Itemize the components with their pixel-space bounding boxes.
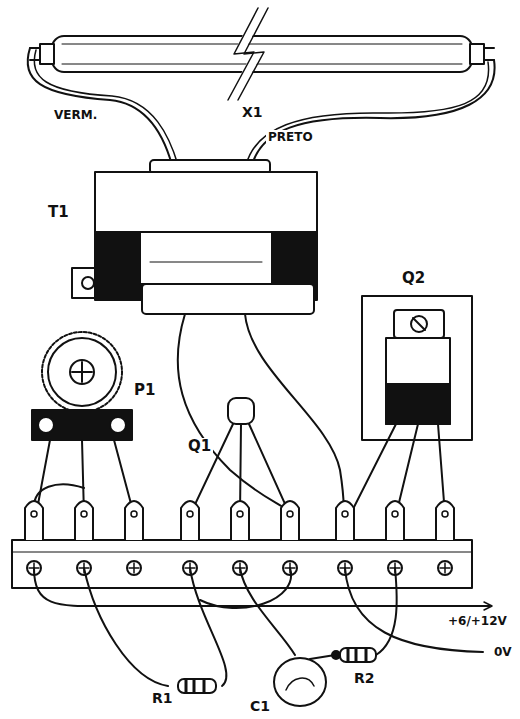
resistor [340, 648, 376, 662]
lug-hole [392, 511, 398, 517]
part-label: P1 [132, 382, 157, 399]
wire-red [28, 48, 172, 165]
solder-lug [281, 501, 299, 540]
wire-ground [345, 568, 483, 652]
wire [245, 314, 344, 515]
lug-hole [442, 511, 448, 517]
rivet-mark [129, 563, 139, 573]
power-transistor [350, 296, 472, 515]
part-label: VERM. [52, 108, 99, 122]
lug-hole [131, 511, 137, 517]
part-label: X1 [240, 104, 265, 120]
solder-lug [231, 501, 249, 540]
part-label: +6/+12V [446, 614, 509, 628]
solder-lug [386, 501, 404, 540]
part-label: C1 [248, 698, 272, 714]
capacitor [274, 658, 326, 706]
part-label: 0V [492, 645, 514, 659]
part-label: PRETO [266, 130, 315, 144]
rivet [127, 561, 141, 575]
solder-lug [336, 501, 354, 540]
wire-supply [34, 568, 490, 606]
lug-hole [287, 511, 293, 517]
solder-lug [181, 501, 199, 540]
part-label: Q1 [186, 438, 213, 455]
lug-hole [187, 511, 193, 517]
part-label: R1 [150, 690, 175, 706]
part-label: R2 [352, 670, 377, 686]
lug-hole [342, 511, 348, 517]
fluorescent-tube [30, 8, 494, 100]
lug-hole [237, 511, 243, 517]
wire [178, 314, 290, 515]
resistor [178, 679, 216, 693]
solder-lug [25, 501, 43, 540]
lug-hole [31, 511, 37, 517]
transformer [72, 160, 317, 314]
solder-lug [75, 501, 93, 540]
part-label: T1 [46, 204, 71, 221]
solder-lug [436, 501, 454, 540]
transistor [190, 398, 290, 515]
part-label: Q2 [400, 270, 427, 287]
solder-lug [125, 501, 143, 540]
trimmer-potentiometer [32, 332, 134, 515]
rivet [438, 561, 452, 575]
rivet-mark [440, 563, 450, 573]
lug-hole [81, 511, 87, 517]
